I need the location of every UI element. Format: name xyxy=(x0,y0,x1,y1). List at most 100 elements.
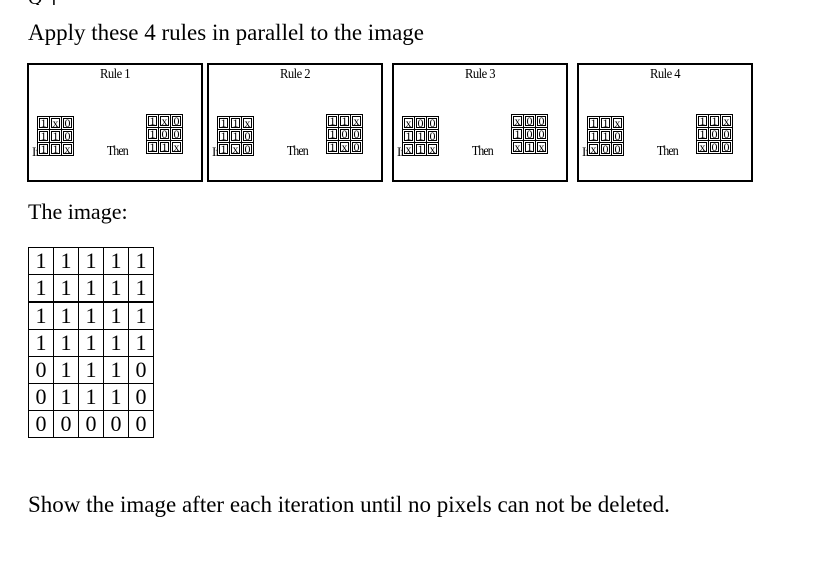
grid-cell: 1 xyxy=(708,114,721,128)
grid-cell: x xyxy=(587,142,600,156)
grid-cell: 0 xyxy=(426,129,439,143)
grid-cell: 1 xyxy=(53,383,79,411)
grid-cell: 0 xyxy=(61,116,74,130)
grid-cell: 0 xyxy=(535,114,548,128)
grid-cell: 1 xyxy=(146,114,159,128)
grid-cell: 0 xyxy=(708,127,721,141)
grid-cell: x xyxy=(350,114,363,128)
grid-cell: 1 xyxy=(128,274,154,303)
grid-cell: x xyxy=(426,142,439,156)
grid-cell: x xyxy=(402,116,415,130)
grid-cell: 0 xyxy=(28,410,54,438)
grid-cell: 1 xyxy=(103,274,129,303)
grid-cell: 1 xyxy=(53,274,79,303)
grid-cell: 1 xyxy=(103,356,129,384)
grid-cell: x xyxy=(511,140,524,154)
grid-cell: 1 xyxy=(146,140,159,154)
grid-cell: x xyxy=(158,114,171,128)
grid-cell: 1 xyxy=(414,129,427,143)
grid-cell: 0 xyxy=(523,127,536,141)
grid-cell: 1 xyxy=(103,247,129,275)
grid-cell: 1 xyxy=(217,116,230,130)
grid-cell: x xyxy=(229,142,242,156)
grid-cell: 0 xyxy=(426,116,439,130)
grid-cell: 1 xyxy=(326,114,339,128)
grid-cell: 1 xyxy=(78,247,104,275)
grid-cell: x xyxy=(402,142,415,156)
grid-cell: 0 xyxy=(28,356,54,384)
grid-cell: 0 xyxy=(170,114,183,128)
rule-title: Rule 1 xyxy=(99,67,131,82)
grid-cell: 0 xyxy=(350,127,363,141)
grid-cell: 1 xyxy=(28,247,54,275)
grid-cell: 1 xyxy=(158,140,171,154)
then-label: Then xyxy=(106,144,129,159)
grid-cell: 0 xyxy=(414,116,427,130)
grid-cell: x xyxy=(241,116,254,130)
grid-cell: 1 xyxy=(53,301,79,330)
grid-cell: 1 xyxy=(103,301,129,330)
image-label: The image: xyxy=(28,199,128,224)
grid-cell: 1 xyxy=(78,301,104,330)
grid-cell: 0 xyxy=(708,140,721,154)
grid-cell: x xyxy=(61,142,74,156)
then-label: Then xyxy=(656,144,679,159)
grid-cell: x xyxy=(535,140,548,154)
grid-cell: 0 xyxy=(338,127,351,141)
grid-cell: 0 xyxy=(158,127,171,141)
footer-instruction: Show the image after each iteration unti… xyxy=(28,492,670,517)
top-cut-text: Q ] xyxy=(0,0,834,5)
rule-title: Rule 3 xyxy=(464,67,496,82)
grid-cell: 1 xyxy=(523,140,536,154)
grid-cell: 0 xyxy=(128,356,154,384)
grid-cell: 1 xyxy=(78,329,104,357)
grid-cell: x xyxy=(511,114,524,128)
grid-cell: 1 xyxy=(146,127,159,141)
grid-cell: 1 xyxy=(511,127,524,141)
grid-cell: x xyxy=(49,116,62,130)
grid-cell: 1 xyxy=(402,129,415,143)
top-cut-text-content: Q ] xyxy=(28,0,57,5)
grid-cell: 1 xyxy=(587,129,600,143)
grid-cell: 1 xyxy=(599,116,612,130)
rule-title: Rule 4 xyxy=(649,67,681,82)
grid-cell: x xyxy=(720,114,733,128)
grid-cell: 1 xyxy=(326,140,339,154)
grid-cell: 1 xyxy=(28,301,54,330)
if-label: If xyxy=(32,144,40,159)
grid-cell: 1 xyxy=(217,142,230,156)
grid-cell: 0 xyxy=(599,142,612,156)
grid-cell: 1 xyxy=(696,114,709,128)
grid-cell: 1 xyxy=(103,383,129,411)
instruction-heading: Apply these 4 rules in parallel to the i… xyxy=(28,20,424,45)
rule-title: Rule 2 xyxy=(279,67,311,82)
grid-cell: 1 xyxy=(338,114,351,128)
grid-cell: 0 xyxy=(61,129,74,143)
grid-cell: 1 xyxy=(217,129,230,143)
grid-cell: 0 xyxy=(720,140,733,154)
